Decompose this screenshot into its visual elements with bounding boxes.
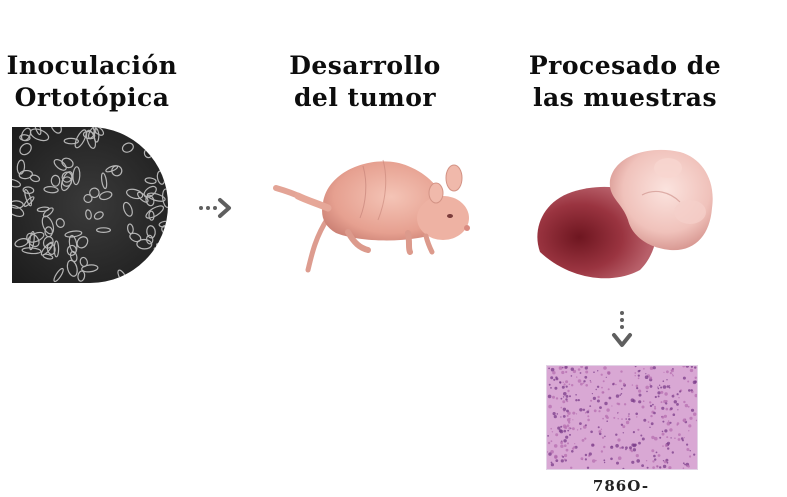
step-title-development: Desarrollo del tumor [280,50,450,114]
histology-slide-icon [546,365,698,470]
step-title-inoculation: Inoculación Ortotópica [2,50,182,114]
histology-caption: 786O- [546,477,696,495]
dotted-arrow-right-icon [196,195,238,221]
step-title-processing: Procesado de las muestras [525,50,725,114]
nude-mouse-icon [268,148,473,273]
kidney-tumor-specimen-icon [530,140,718,290]
dotted-arrow-down-icon [609,308,635,354]
cell-culture-micrograph-icon [12,127,168,283]
